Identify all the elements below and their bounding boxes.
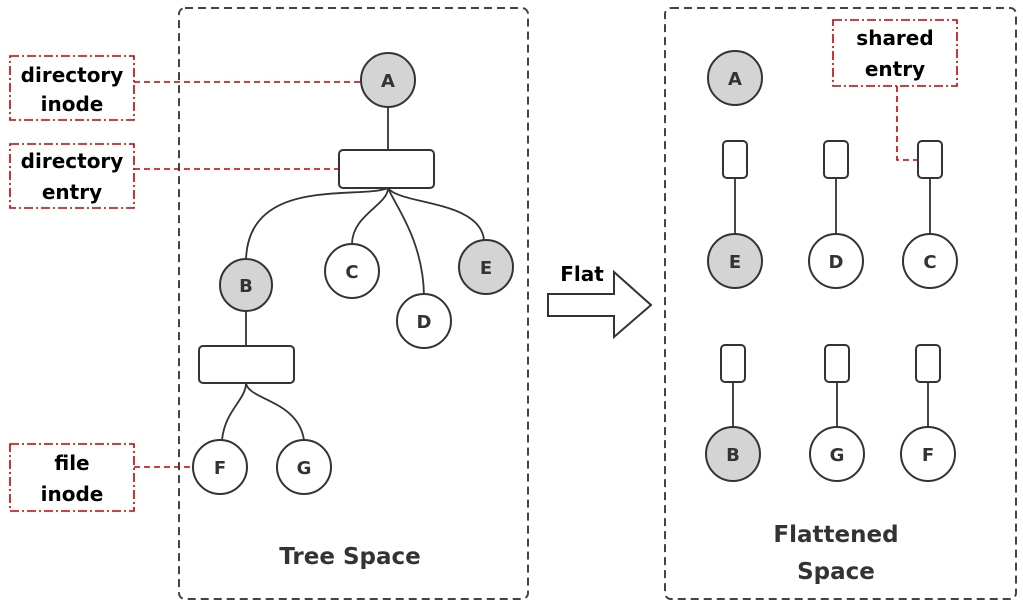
svg-text:Flat: Flat bbox=[560, 262, 604, 286]
svg-text:B: B bbox=[239, 276, 253, 297]
flat-node-c: C bbox=[902, 233, 958, 289]
tree-entry-a bbox=[338, 149, 435, 189]
svg-text:Flattened: Flattened bbox=[773, 522, 898, 548]
tree-node-e: E bbox=[458, 239, 514, 295]
svg-text:F: F bbox=[922, 445, 934, 466]
svg-text:shared: shared bbox=[856, 26, 933, 50]
svg-text:Space: Space bbox=[797, 559, 875, 585]
svg-text:G: G bbox=[830, 445, 845, 466]
svg-text:inode: inode bbox=[41, 92, 104, 116]
tree-node-d: D bbox=[396, 293, 452, 349]
flat-entry-g bbox=[824, 344, 850, 428]
svg-text:entry: entry bbox=[865, 57, 925, 81]
svg-text:D: D bbox=[829, 252, 844, 273]
flat-entry-c bbox=[917, 140, 943, 235]
tree-node-b: B bbox=[219, 258, 273, 312]
flat-node-b: B bbox=[705, 426, 761, 482]
svg-text:directory: directory bbox=[21, 63, 124, 87]
svg-text:F: F bbox=[214, 458, 226, 479]
flat-entry-e bbox=[722, 140, 748, 235]
svg-text:inode: inode bbox=[41, 482, 104, 506]
tree-node-c: C bbox=[324, 243, 380, 299]
flat-node-a: A bbox=[707, 50, 763, 106]
flattened-space-panel bbox=[664, 7, 1017, 600]
callout-shared-entry: shared entry bbox=[832, 19, 958, 161]
tree-node-f: F bbox=[192, 439, 248, 495]
flat-entry-f bbox=[915, 344, 941, 428]
flat-entry-d bbox=[823, 140, 849, 235]
svg-text:C: C bbox=[923, 252, 936, 273]
flat-row-1: E D C bbox=[707, 140, 958, 289]
svg-text:A: A bbox=[728, 69, 742, 90]
svg-text:E: E bbox=[480, 258, 492, 279]
tree-space-title: Tree Space bbox=[279, 544, 421, 570]
flat-node-g: G bbox=[809, 426, 865, 482]
svg-text:entry: entry bbox=[42, 180, 102, 204]
flat-node-e: E bbox=[707, 233, 763, 289]
svg-text:C: C bbox=[345, 262, 358, 283]
callout-directory-entry: directory entry bbox=[9, 143, 339, 209]
flat-entry-b bbox=[720, 344, 746, 428]
tree-edges bbox=[221, 100, 485, 441]
svg-text:B: B bbox=[726, 445, 740, 466]
callout-directory-inode: directory inode bbox=[9, 55, 360, 121]
flat-row-2: B G F bbox=[705, 344, 956, 482]
svg-text:A: A bbox=[381, 71, 395, 92]
svg-text:D: D bbox=[417, 312, 432, 333]
flat-node-d: D bbox=[808, 233, 864, 289]
svg-text:E: E bbox=[729, 252, 741, 273]
flattened-space-title: Flattened Space bbox=[773, 522, 898, 585]
svg-text:G: G bbox=[297, 458, 312, 479]
svg-text:directory: directory bbox=[21, 149, 124, 173]
callout-file-inode: file inode bbox=[9, 443, 193, 512]
tree-entry-b bbox=[198, 345, 295, 384]
svg-text:file: file bbox=[54, 451, 89, 475]
tree-node-a: A bbox=[360, 52, 416, 108]
tree-node-g: G bbox=[276, 439, 332, 495]
flat-node-f: F bbox=[900, 426, 956, 482]
flat-arrow: Flat bbox=[547, 262, 653, 340]
